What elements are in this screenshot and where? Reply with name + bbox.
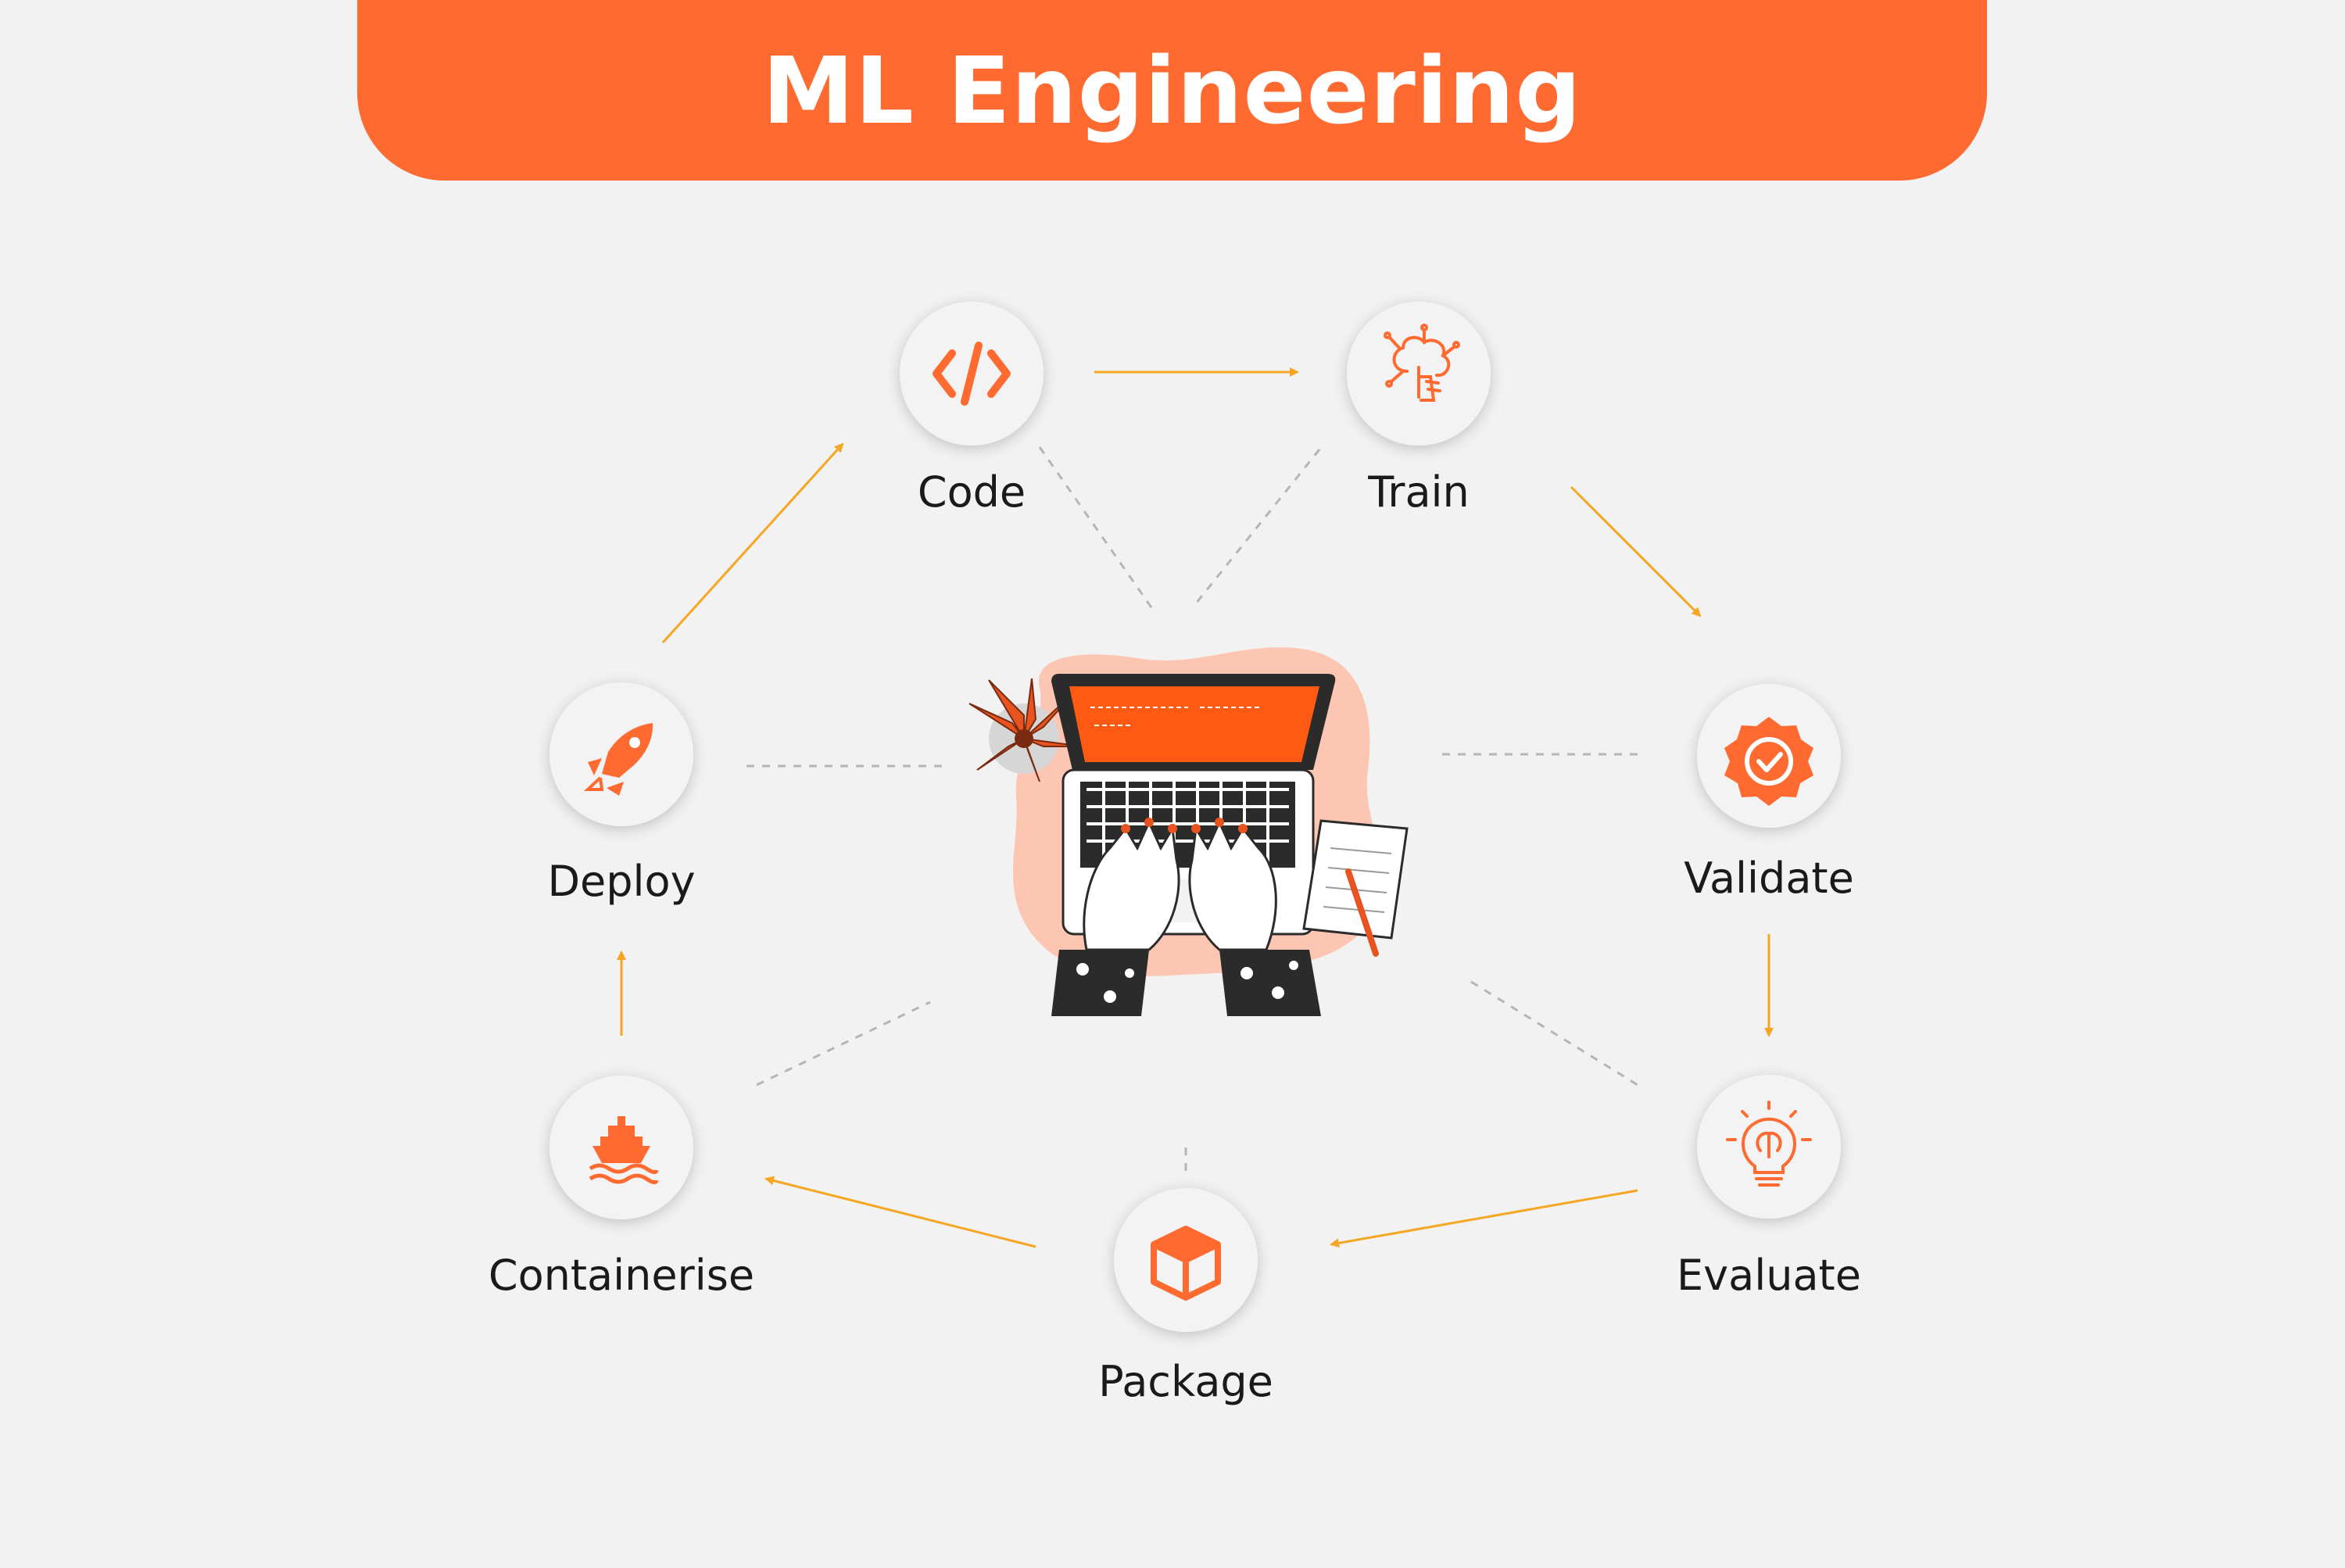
brain-hand-icon xyxy=(1384,324,1460,402)
title-banner: ML Engineering xyxy=(357,0,1987,181)
arrow-evaluate-to-package xyxy=(1330,1189,1638,1248)
arrow-train-to-validate xyxy=(1570,485,1702,618)
label-deploy: Deploy xyxy=(547,857,696,906)
code-icon xyxy=(933,342,1011,406)
label-package: Package xyxy=(1098,1357,1273,1406)
node-deploy xyxy=(550,682,693,826)
laptop-typing-illustration xyxy=(968,647,1409,1016)
node-containerise xyxy=(550,1076,693,1219)
cube-icon xyxy=(1151,1226,1221,1301)
spoke-containerise xyxy=(756,1001,931,1087)
notepad xyxy=(1302,819,1409,957)
page-title: ML Engineering xyxy=(762,36,1582,145)
spoke-evaluate xyxy=(1470,980,1638,1087)
spoke-lines xyxy=(746,446,1638,1176)
spoke-code xyxy=(1038,446,1155,610)
verified-badge-icon xyxy=(1724,717,1813,806)
label-containerise: Containerise xyxy=(488,1251,755,1300)
arrow-package-to-containerise xyxy=(764,1176,1036,1248)
label-code: Code xyxy=(917,467,1026,517)
label-validate: Validate xyxy=(1684,854,1854,903)
label-train: Train xyxy=(1368,467,1470,517)
node-validate xyxy=(1697,684,1841,828)
typing-hands xyxy=(1051,818,1321,1016)
arrow-deploy-to-code xyxy=(661,442,844,644)
node-evaluate xyxy=(1697,1075,1841,1219)
ship-icon xyxy=(589,1116,659,1185)
lightbulb-brain-icon xyxy=(1726,1101,1812,1187)
node-package xyxy=(1114,1188,1258,1332)
label-evaluate: Evaluate xyxy=(1677,1251,1861,1300)
flow-arrows xyxy=(617,367,1774,1248)
node-code xyxy=(900,302,1044,446)
node-train xyxy=(1347,302,1491,446)
rocket-icon xyxy=(583,723,653,796)
spoke-train xyxy=(1194,449,1321,604)
